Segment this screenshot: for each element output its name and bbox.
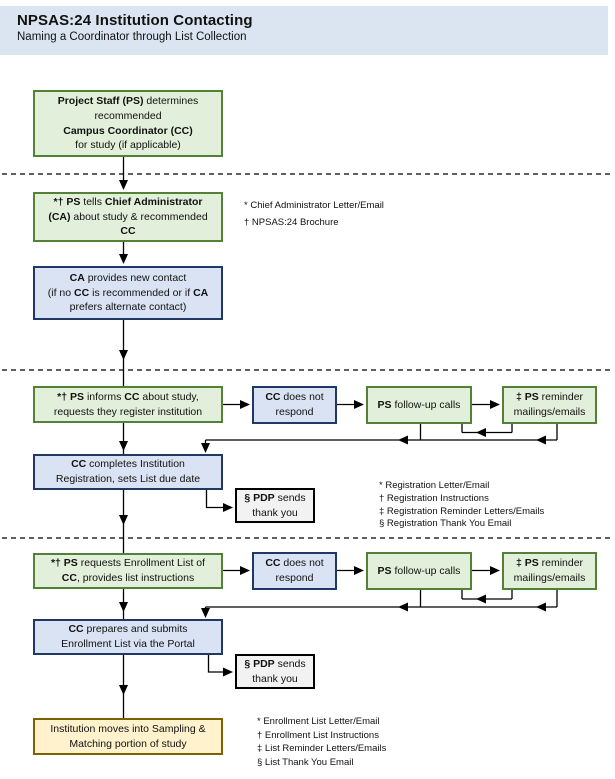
footnote-line: † Registration Instructions [379,492,489,504]
page-subtitle: Naming a Coordinator through List Collec… [17,31,247,43]
footnote-line: § Registration Thank You Email [379,518,512,530]
footnote-line: * Registration Letter/Email [379,480,490,491]
footnotes-registration: * Registration Letter/Email † Registrati… [379,480,544,531]
main-flow-arrows [119,157,128,718]
list-row-arrows [223,566,500,575]
footnotes-enrollment-list: * Enrollment List Letter/Email † Enrollm… [257,715,386,769]
pdp-connector-arrows [205,490,233,677]
node-ca-provides-contact: CA provides new contact(if no CC is reco… [33,266,223,320]
dashed-separators [2,173,613,539]
node-ps-informs-cc: *† PS informs CC about study,requests th… [33,386,223,423]
footnote-line: ‡ Registration Reminder Letters/Emails [379,505,545,517]
registration-row-arrows [223,400,500,409]
node-ps-tells-ca: *† PS tells Chief Administrator(CA) abou… [33,192,223,242]
footnote-line: † NPSAS:24 Brochure [244,217,339,228]
node-ps-followup-list: PS follow-up calls [366,552,472,590]
footnote-line: † Enrollment List Instructions [257,729,379,741]
list-feedback-arrows [201,590,558,618]
header-banner: NPSAS:24 Institution Contacting Naming a… [0,6,608,55]
page-title: NPSAS:24 Institution Contacting [17,12,253,29]
footnote-line: ‡ List Reminder Letters/Emails [257,743,387,754]
registration-feedback-arrows [201,423,558,453]
footnote-line: * Chief Administrator Letter/Email [244,200,384,211]
footnote-line: § List Thank You Email [257,756,354,768]
node-ps-followup-registration: PS follow-up calls [366,386,472,424]
node-sampling-matching: Institution moves into Sampling &Matchin… [33,718,223,755]
footnote-line: * Enrollment List Letter/Email [257,716,380,727]
footnotes-chief-admin: * Chief Administrator Letter/Email † NPS… [244,197,384,231]
